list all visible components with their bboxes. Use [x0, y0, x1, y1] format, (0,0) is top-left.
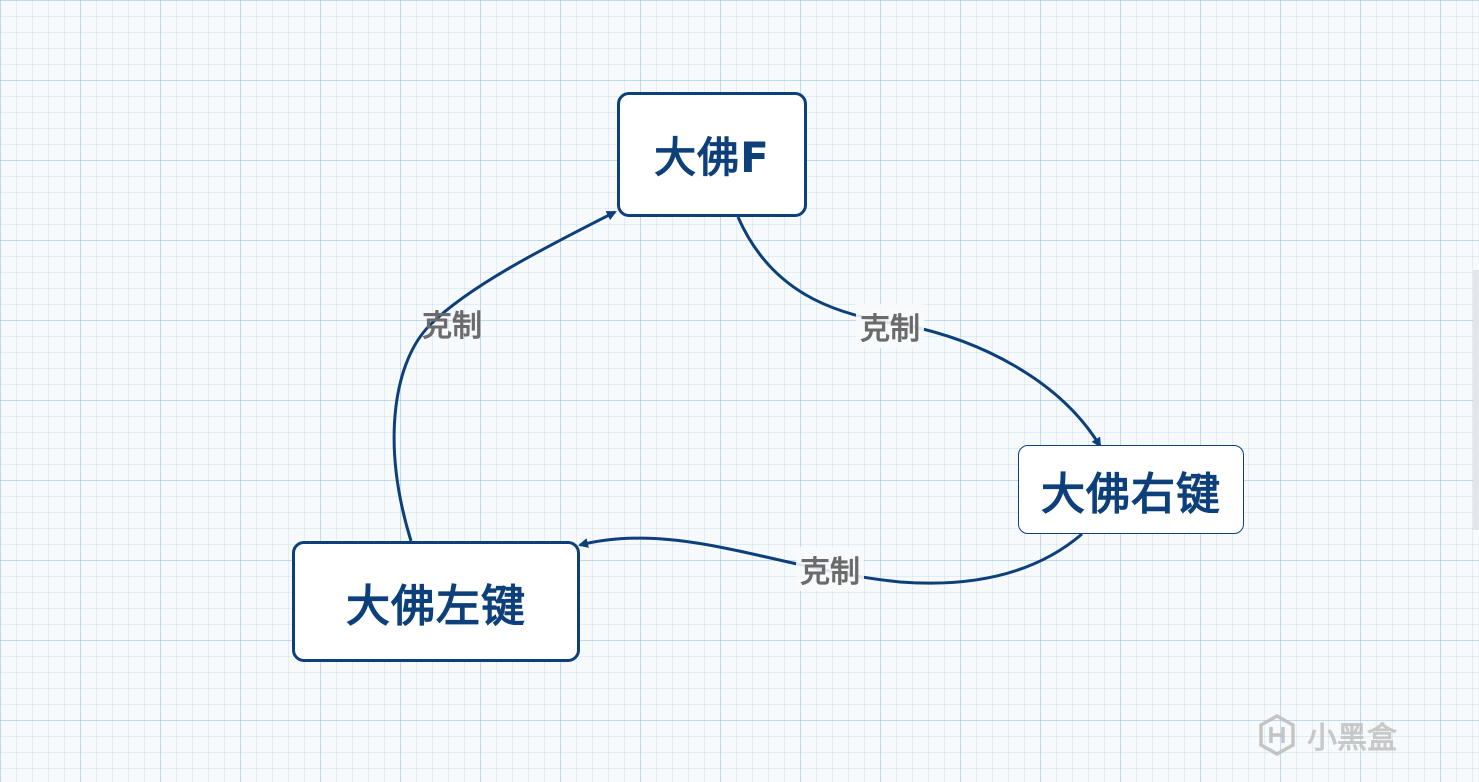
- node-dafo-right-click-label: 大佛右键: [1041, 468, 1221, 520]
- node-dafo-f-label: 大佛F: [654, 133, 770, 182]
- watermark: 小黑盒: [1255, 710, 1397, 760]
- edge-label-left-to-f: 克制: [422, 309, 482, 344]
- node-dafo-right-click[interactable]: 大佛右键: [1018, 445, 1244, 534]
- node-dafo-left-click[interactable]: 大佛左键: [292, 541, 580, 662]
- edge-left-to-f[interactable]: [392, 210, 617, 542]
- edge-right-to-left[interactable]: [578, 532, 1083, 585]
- scrollbar-strip: [1473, 270, 1479, 530]
- node-dafo-left-click-label: 大佛左键: [346, 580, 526, 632]
- edge-label-right-to-left: 克制: [796, 547, 864, 591]
- watermark-text: 小黑盒: [1307, 721, 1397, 756]
- edge-label-f-to-right: 克制: [856, 304, 924, 348]
- node-dafo-f[interactable]: 大佛F: [617, 92, 807, 217]
- heybox-logo-icon: [1259, 713, 1295, 757]
